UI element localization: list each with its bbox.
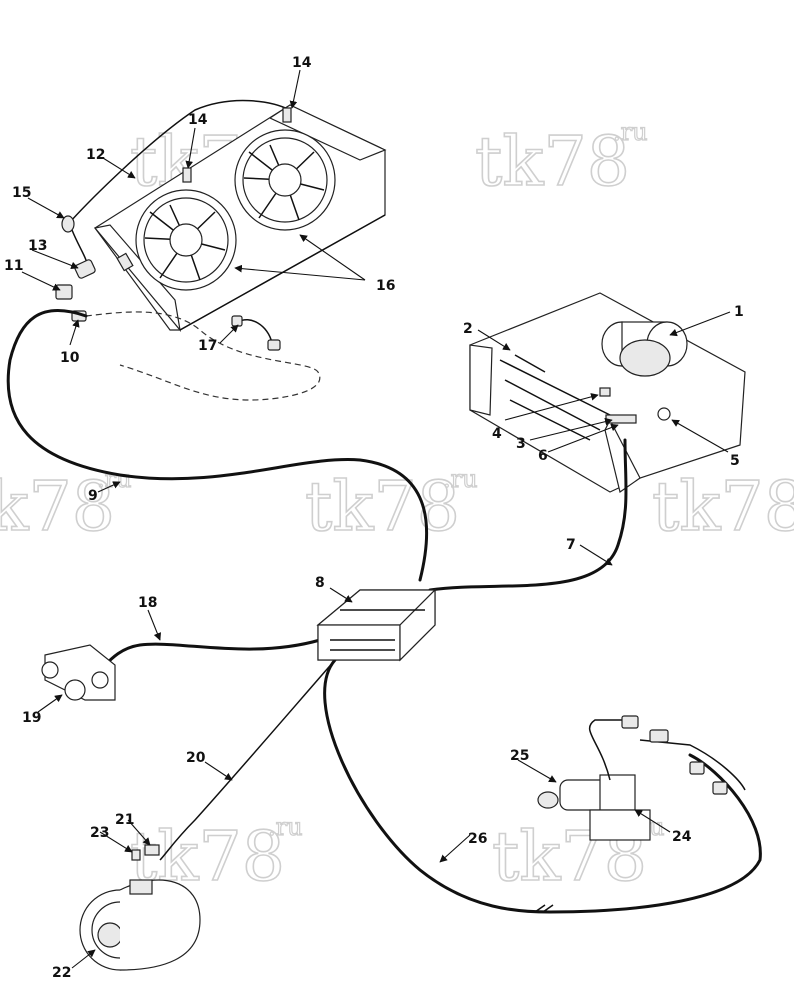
callout-6: 6 [538,448,548,464]
callout-15: 15 [12,185,31,201]
callout-18: 18 [138,595,157,611]
harness-9 [6,309,429,582]
callout-25: 25 [510,748,529,764]
watermark-text: tk78 [305,468,460,547]
watermark-text: tk78 [0,468,115,547]
callout-14a: 14 [292,55,312,71]
callout-labels: 1 2 3 4 5 6 7 8 9 10 11 12 13 14 14 15 1… [4,55,744,981]
connector-6 [605,414,637,424]
watermark-text: tk78 [475,123,630,202]
harness-26 [323,658,762,914]
watermark-suffix: .ru [97,465,132,493]
callout-10: 10 [60,350,80,366]
callout-26: 26 [468,831,487,847]
sensor-2 [514,354,546,373]
connector-13 [74,259,96,279]
callout-9: 9 [88,488,98,504]
grommet-5 [657,407,671,421]
condenser-fan-left [135,189,237,291]
evaporator-unit [469,292,746,493]
leader-lines [21,69,731,969]
control-module-8 [316,588,437,662]
callout-16: 16 [376,278,395,294]
watermark-suffix: .ru [443,465,478,493]
watermark-suffix: .ru [268,813,303,841]
connector-11 [55,284,73,300]
callout-21: 21 [115,812,134,828]
callout-22: 22 [52,965,71,981]
callout-8: 8 [315,575,325,591]
callout-4: 4 [492,426,502,442]
callout-3: 3 [516,436,526,452]
callout-1: 1 [734,304,744,320]
connector-4 [599,387,611,397]
harness-18 [98,638,322,672]
wire-harness-group [6,309,762,914]
harness-20 [159,659,336,861]
sensor-17 [231,315,281,351]
callout-24: 24 [672,829,692,845]
callout-7: 7 [566,537,576,553]
callout-17: 17 [198,338,217,354]
control-panel-19 [41,644,116,701]
diode-23 [131,849,141,861]
callout-13: 13 [28,238,47,254]
callout-19: 19 [22,710,41,726]
callout-2: 2 [463,321,473,337]
pressure-switch-15 [61,215,75,233]
watermark-suffix: .ru [613,118,648,146]
callout-23: 23 [90,825,109,841]
callout-20: 20 [186,750,206,766]
callout-14b: 14 [188,112,208,128]
connector-21 [144,844,160,856]
condenser-fan-assembly [69,99,387,333]
condenser-fan-right [234,129,336,231]
watermark-text: tk78 [652,468,794,547]
callout-5: 5 [730,453,740,469]
watermark-group: tk78 .ru tk78 .ru tk78 .ru tk78 .ru tk78… [0,117,794,897]
dashed-harness-route [85,311,321,401]
callout-12: 12 [86,147,105,163]
compressor-22 [79,844,201,971]
callout-11: 11 [4,258,23,274]
